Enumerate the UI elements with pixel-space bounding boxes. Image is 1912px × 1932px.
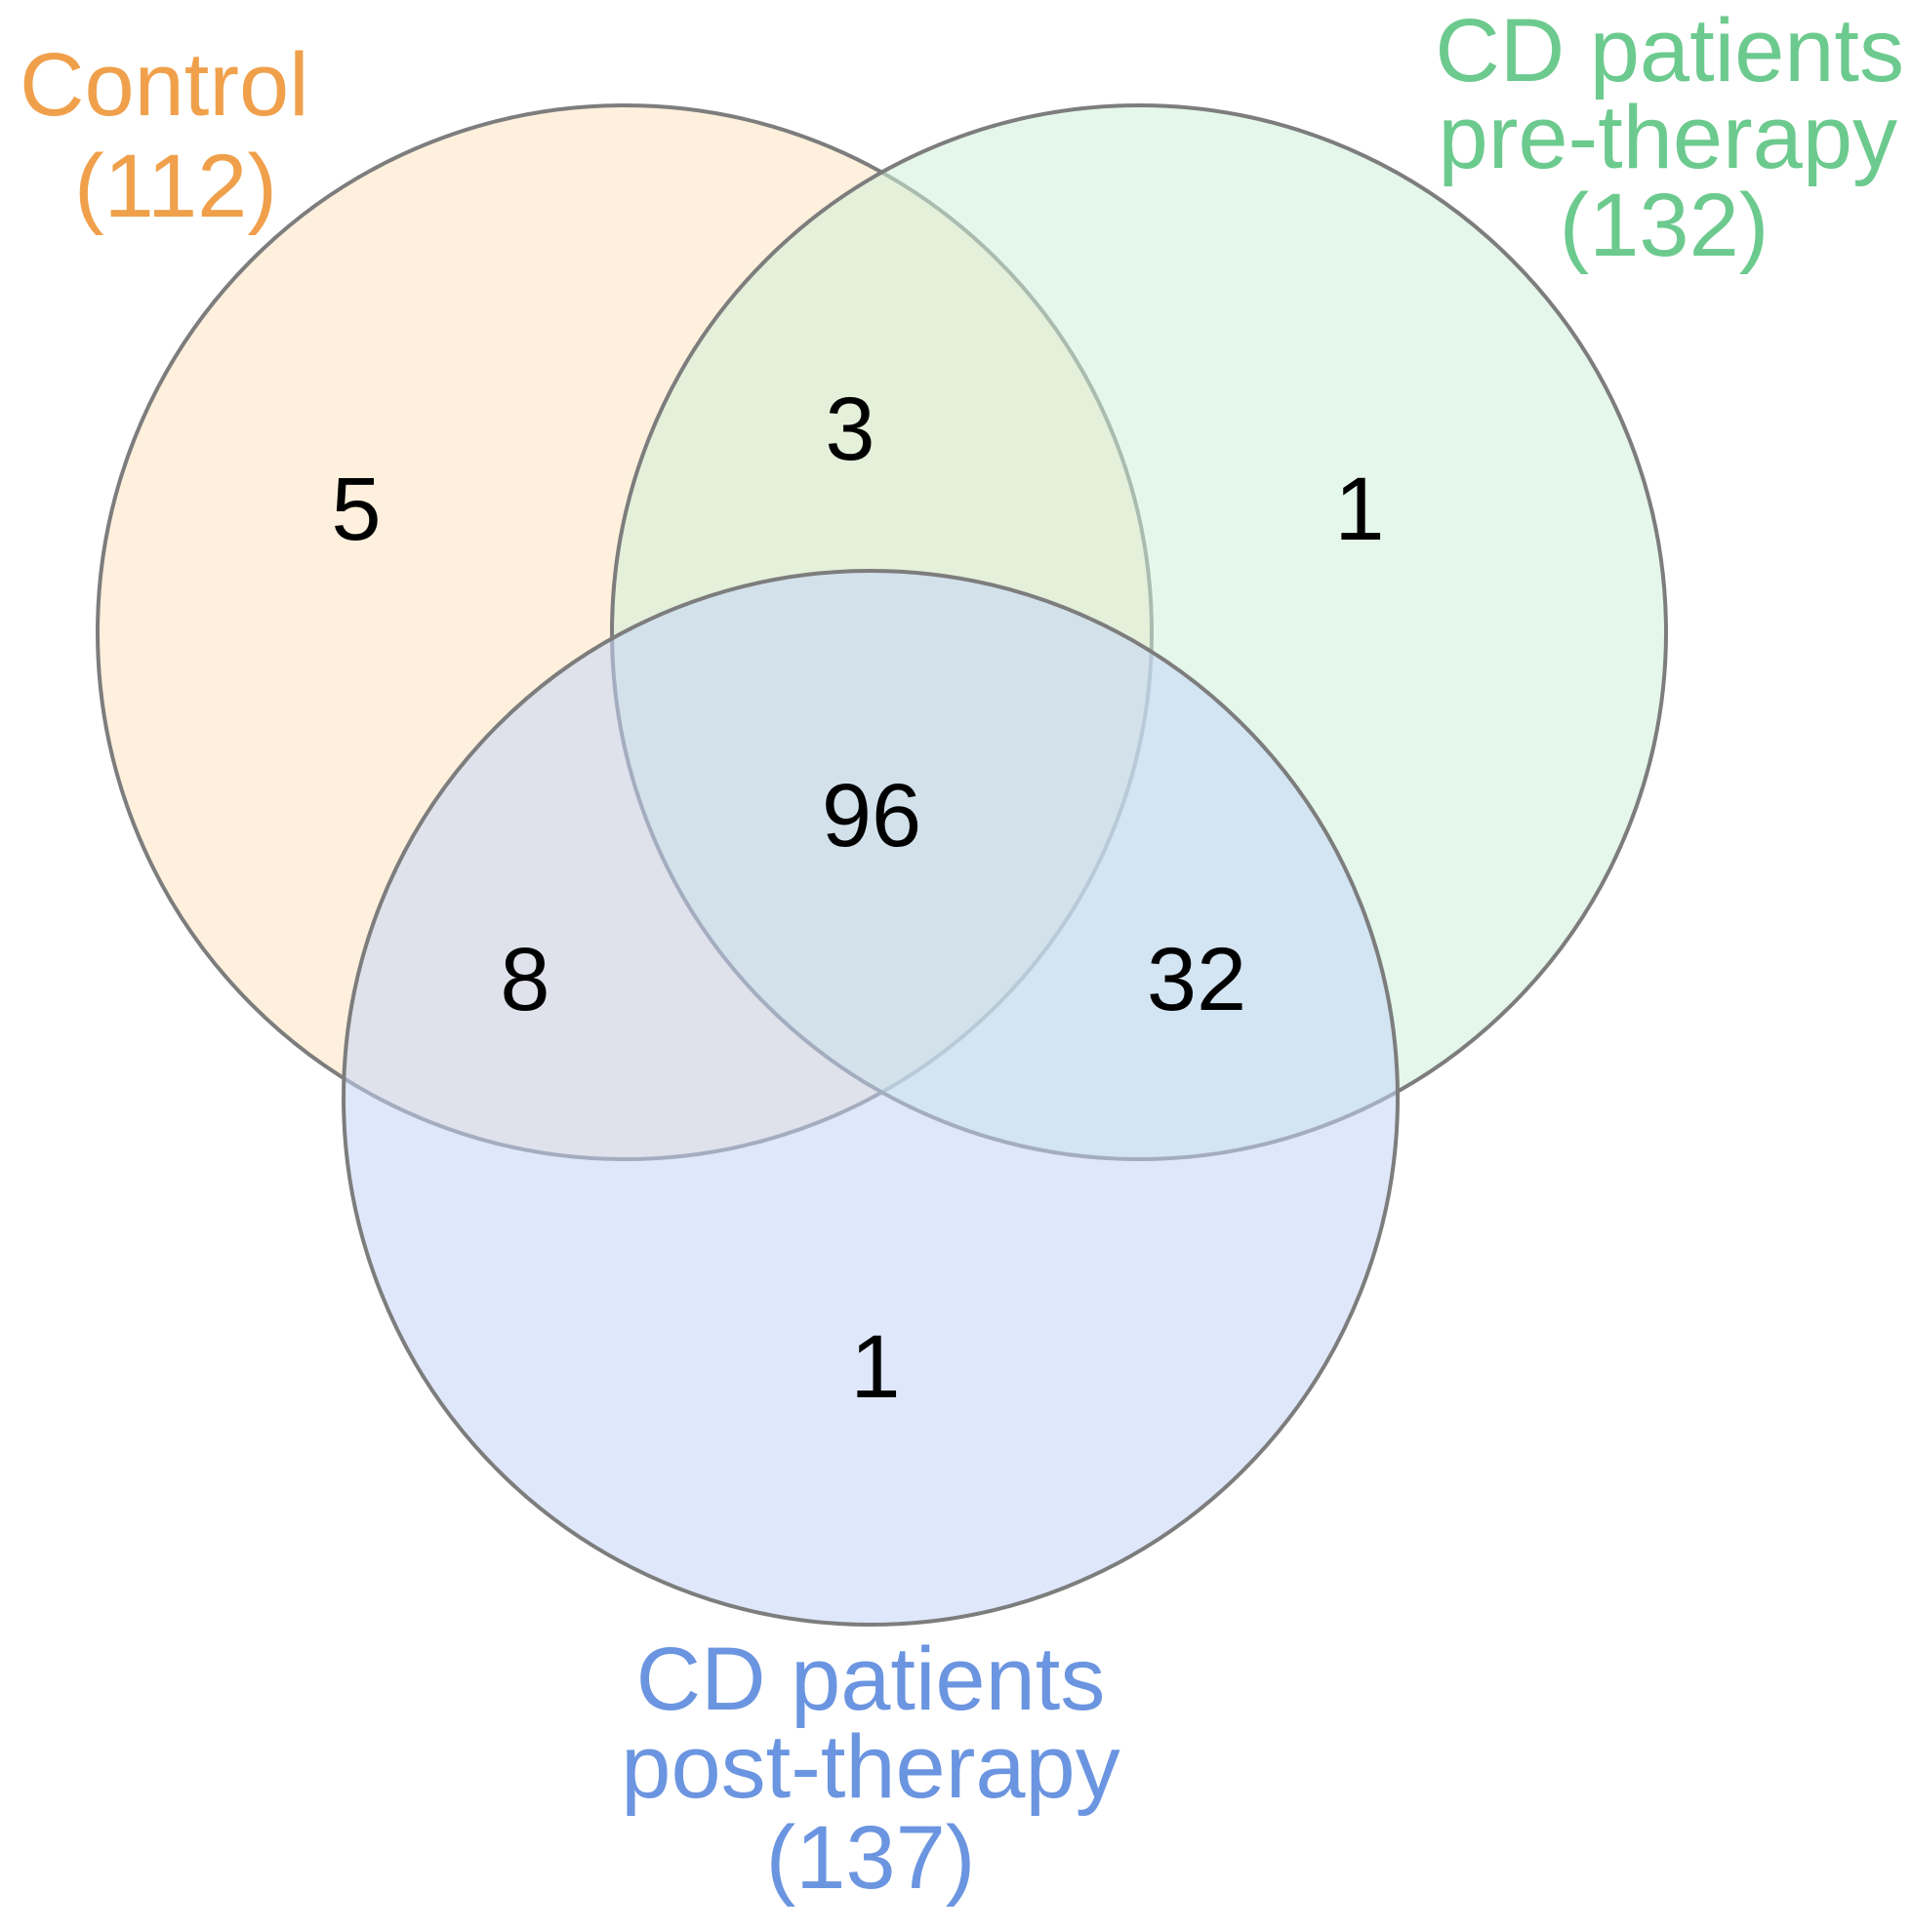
count-pre-only: 1 — [1334, 460, 1384, 559]
pre-therapy-label-line1: CD patients — [1435, 1, 1904, 101]
count-control-pre: 3 — [825, 380, 875, 479]
set-labels: Control (112) CD patients pre-therapy (1… — [20, 1, 1904, 1908]
control-label: Control — [20, 35, 309, 135]
post-therapy-circle — [342, 569, 1400, 1627]
post-therapy-total: (137) — [766, 1808, 976, 1908]
control-total: (112) — [74, 137, 277, 236]
post-therapy-label-line2: post-therapy — [621, 1717, 1119, 1817]
count-control-post: 8 — [500, 930, 549, 1029]
circles — [96, 103, 1668, 1627]
pre-therapy-label-line2: pre-therapy — [1439, 88, 1897, 187]
count-post-only: 1 — [850, 1317, 900, 1417]
post-therapy-label-line1: CD patients — [636, 1630, 1106, 1729]
count-control-only: 5 — [331, 460, 381, 559]
count-all-three: 96 — [822, 766, 921, 865]
count-pre-post: 32 — [1147, 930, 1246, 1029]
region-counts: 5 3 1 96 8 32 1 — [331, 380, 1384, 1417]
pre-therapy-total: (132) — [1560, 176, 1770, 275]
